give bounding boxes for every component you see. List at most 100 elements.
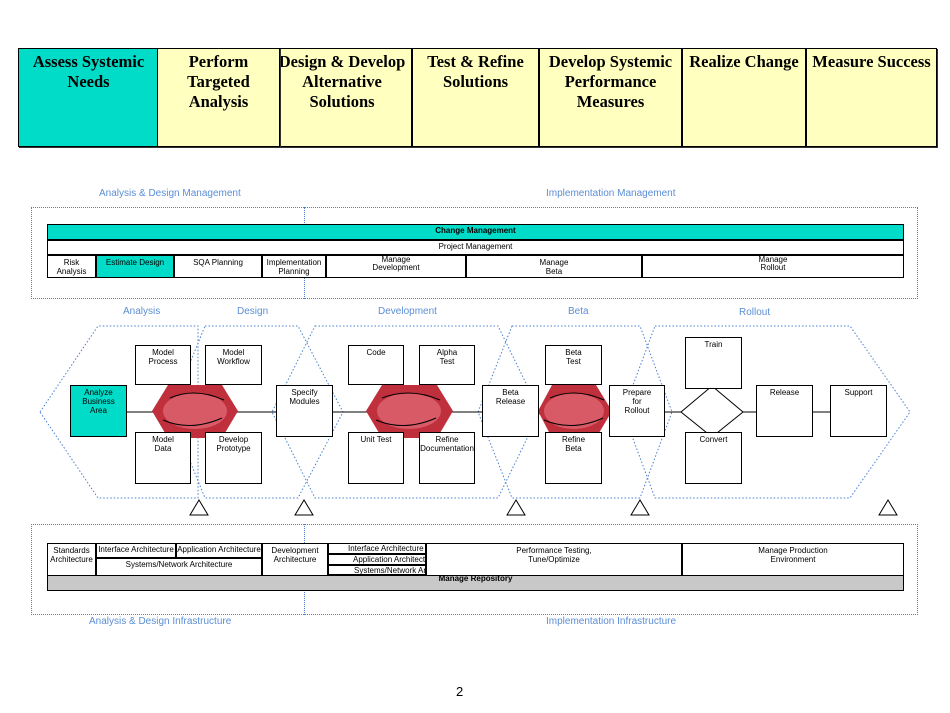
- cell-label: Manage Production: [758, 546, 828, 555]
- manage-production-environment-cell[interactable]: Manage Production Environment: [682, 543, 904, 576]
- manage-beta-cell[interactable]: Manage Beta: [466, 255, 642, 278]
- beta-gear: [538, 385, 612, 438]
- model-process-node[interactable]: Model Process: [135, 345, 191, 385]
- convert-node[interactable]: Convert: [685, 432, 742, 484]
- node-label: Area: [90, 406, 107, 415]
- node-label: Prepare: [622, 388, 652, 397]
- interface-architecture-cell[interactable]: Interface Architecture: [96, 543, 176, 558]
- systems-network-architecture-cell[interactable]: Systems/Network Architecture: [96, 558, 262, 576]
- stage-beta-label: Beta: [568, 306, 589, 317]
- milestone-triangle: [506, 499, 526, 516]
- change-management-bar[interactable]: Change Management: [47, 224, 904, 240]
- development-architecture-cell[interactable]: Development Architecture: [262, 543, 328, 576]
- phase-label: Realize Change: [689, 52, 799, 71]
- cell-label: Rollout: [760, 263, 786, 272]
- standards-architecture-cell[interactable]: Standards Architecture: [47, 543, 96, 576]
- code-node[interactable]: Code: [348, 345, 404, 385]
- application-architecture-cell-2[interactable]: Application Architecture: [328, 554, 426, 565]
- support-node[interactable]: Support: [830, 385, 887, 437]
- node-label: Convert: [699, 435, 728, 444]
- phase-design-develop[interactable]: Design & Develop Alternative Solutions: [272, 48, 412, 147]
- phase-test-refine[interactable]: Test & Refine Solutions: [412, 48, 539, 147]
- node-label: Release: [769, 388, 800, 397]
- page-number: 2: [456, 684, 464, 699]
- model-data-node[interactable]: Model Data: [135, 432, 191, 484]
- risk-analysis-cell[interactable]: Risk Analysis: [47, 255, 96, 278]
- cell-label: Performance Testing,: [516, 546, 592, 555]
- cell-label: Standards: [53, 546, 90, 555]
- phase-label: Targeted: [187, 72, 250, 91]
- node-label: Support: [844, 388, 873, 397]
- phase-measure-success[interactable]: Measure Success: [806, 48, 937, 147]
- implementation-planning-cell[interactable]: Implementation Planning: [262, 255, 326, 278]
- manage-development-cell[interactable]: Manage Development: [326, 255, 466, 278]
- phase-label: Measures: [576, 92, 645, 111]
- node-label: Specify: [291, 388, 318, 397]
- node-label: Prototype: [216, 444, 251, 453]
- develop-prototype-node[interactable]: Develop Prototype: [205, 432, 262, 484]
- phase-label: Solutions: [309, 92, 375, 111]
- interface-architecture-cell-2[interactable]: Interface Architecture: [328, 543, 426, 554]
- analyze-business-area-node[interactable]: Analyze Business Area: [70, 385, 127, 437]
- cell-label: Development: [372, 263, 420, 272]
- stage-rollout-label: Rollout: [739, 307, 771, 318]
- phase-label: Analysis: [188, 92, 249, 111]
- specify-modules-node[interactable]: Specify Modules: [276, 385, 333, 437]
- systems-network-architecture-cell-2[interactable]: Systems/Network Architecture: [328, 565, 426, 575]
- cell-label: Architecture: [273, 555, 317, 564]
- cell-label: Environment: [770, 555, 816, 564]
- manage-rollout-cell[interactable]: Manage Rollout: [642, 255, 904, 278]
- node-label: Model: [152, 348, 174, 357]
- node-label: Test: [566, 357, 581, 366]
- unit-test-node[interactable]: Unit Test: [348, 432, 404, 484]
- development-gear: [366, 385, 453, 438]
- cell-label: Manage: [539, 258, 569, 267]
- model-workflow-node[interactable]: Model Workflow: [205, 345, 262, 385]
- milestone-triangle: [630, 499, 650, 516]
- sqa-planning-cell[interactable]: SQA Planning: [174, 255, 262, 278]
- phase-label: Alternative: [302, 72, 382, 91]
- node-label: Documentation: [420, 444, 474, 453]
- milestone-triangle: [294, 499, 314, 516]
- alpha-test-node[interactable]: Alpha Test: [419, 345, 475, 385]
- train-node[interactable]: Train: [685, 337, 742, 389]
- application-architecture-cell[interactable]: Application Architecture: [176, 543, 262, 558]
- phase-label: Needs: [67, 72, 110, 91]
- cell-label: Beta: [545, 267, 563, 276]
- implementation-infrastructure-label: Implementation Infrastructure: [546, 616, 677, 627]
- manage-repository-bar[interactable]: Manage Repository: [47, 575, 904, 591]
- phase-assess-systemic-needs[interactable]: Assess Systemic Needs: [18, 48, 159, 147]
- management-region: [31, 207, 918, 299]
- phase-label: Develop Systemic: [548, 52, 673, 71]
- phase-label: Assess Systemic: [32, 52, 145, 71]
- refine-documentation-node[interactable]: Refine Documentation: [419, 432, 475, 484]
- node-label: Rollout: [624, 406, 650, 415]
- refine-beta-node[interactable]: Refine Beta: [545, 432, 602, 484]
- node-label: Data: [154, 444, 172, 453]
- beta-release-node[interactable]: Beta Release: [482, 385, 539, 437]
- cell-label: Manage: [381, 255, 411, 264]
- phase-perform-targeted-analysis[interactable]: Perform Targeted Analysis: [157, 48, 280, 147]
- node-label: Model: [152, 435, 174, 444]
- node-label: Beta: [565, 348, 582, 357]
- node-label: Model: [222, 348, 245, 357]
- prepare-for-rollout-node[interactable]: Prepare for Rollout: [609, 385, 665, 437]
- beta-test-node[interactable]: Beta Test: [545, 345, 602, 385]
- cell-label: Implementation: [266, 258, 322, 267]
- node-label: for: [632, 397, 642, 406]
- release-node[interactable]: Release: [756, 385, 813, 437]
- node-label: Release: [495, 397, 526, 406]
- performance-testing-cell[interactable]: Performance Testing, Tune/Optimize: [426, 543, 682, 576]
- node-label: Develop: [218, 435, 249, 444]
- project-management-bar[interactable]: Project Management: [47, 240, 904, 255]
- node-label: Refine: [561, 435, 586, 444]
- rollout-decision-diamond: [680, 385, 744, 438]
- estimate-design-cell[interactable]: Estimate Design: [96, 255, 174, 278]
- phase-realize-change[interactable]: Realize Change: [682, 48, 806, 147]
- node-label: Beta: [502, 388, 519, 397]
- phase-develop-measures[interactable]: Develop Systemic Performance Measures: [539, 48, 682, 147]
- node-label: Analyze: [84, 388, 113, 397]
- stage-development-label: Development: [378, 306, 437, 317]
- cell-label: Tune/Optimize: [528, 555, 580, 564]
- node-label: Modules: [289, 397, 320, 406]
